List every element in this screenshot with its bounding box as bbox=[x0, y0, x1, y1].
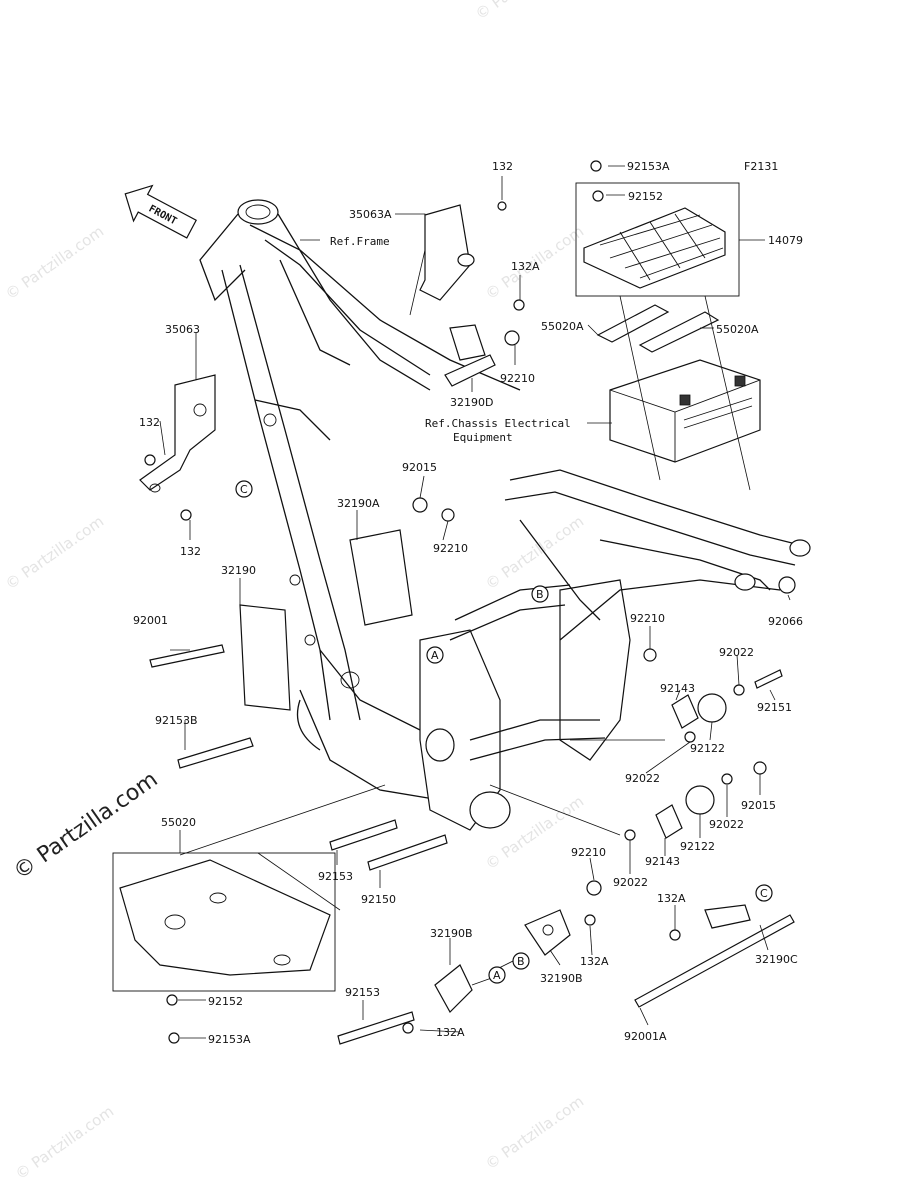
callout-a-bottom-text: A bbox=[493, 969, 501, 982]
part-label: 92001A bbox=[624, 1030, 667, 1043]
part-label: 92150 bbox=[361, 893, 396, 906]
watermark-text: © Partzilla.com bbox=[472, 0, 577, 23]
part-label: 92022 bbox=[613, 876, 648, 889]
part-label: 92210 bbox=[571, 846, 606, 859]
part-label: 92152 bbox=[208, 995, 243, 1008]
part-label: 32190A bbox=[337, 497, 380, 510]
part-label: 32190C bbox=[755, 953, 798, 966]
part-label: 92210 bbox=[500, 372, 535, 385]
part-label: 92122 bbox=[680, 840, 715, 853]
brackets-and-fasteners bbox=[112, 160, 796, 1045]
partzilla-watermark: © Partzilla.com bbox=[9, 767, 162, 885]
part-label: 92022 bbox=[709, 818, 744, 831]
part-label: 132A bbox=[580, 955, 609, 968]
callout-a-top-text: A bbox=[431, 649, 439, 662]
front-arrow-icon: FRONT bbox=[124, 184, 197, 239]
part-label: 92015 bbox=[402, 461, 437, 474]
background-watermarks: © Partzilla.com © Partzilla.com © Partzi… bbox=[2, 0, 587, 1183]
part-label: 92210 bbox=[433, 542, 468, 555]
part-label: 132A bbox=[657, 892, 686, 905]
diagram-code: F2131 bbox=[744, 160, 778, 173]
part-label: 92152 bbox=[628, 190, 663, 203]
callout-b-top-text: B bbox=[536, 588, 544, 601]
part-label: 132 bbox=[139, 416, 160, 429]
part-label: 35063A bbox=[349, 208, 392, 221]
part-label: 92022 bbox=[719, 646, 754, 659]
ref-frame-label: Ref.Frame bbox=[330, 235, 390, 248]
part-label: 92001 bbox=[133, 614, 168, 627]
part-label: 92143 bbox=[660, 682, 695, 695]
part-label: 32190 bbox=[221, 564, 256, 577]
watermark-text: © Partzilla.com bbox=[2, 512, 107, 593]
callouts: C B A A B C bbox=[235, 480, 773, 984]
part-label: 92151 bbox=[757, 701, 792, 714]
callout-c-left bbox=[235, 480, 253, 498]
watermark-text: © Partzilla.com bbox=[12, 1102, 117, 1183]
ref-chassis-label-line2: Equipment bbox=[453, 431, 513, 444]
callout-b-top bbox=[531, 585, 549, 603]
leader-lines bbox=[159, 165, 791, 1039]
callout-b-bottom bbox=[512, 952, 530, 970]
part-label: 92122 bbox=[690, 742, 725, 755]
part-label: 92153A bbox=[208, 1033, 251, 1046]
callout-a-bottom bbox=[488, 966, 506, 984]
part-label: 132A bbox=[436, 1026, 465, 1039]
frame-drawing bbox=[199, 199, 811, 831]
part-number-labels: 132 35063A 132A 35063 132 132 32190D 922… bbox=[133, 160, 803, 1046]
part-label: 92153 bbox=[318, 870, 353, 883]
battery-cover-group bbox=[575, 182, 761, 463]
part-label: 92153A bbox=[627, 160, 670, 173]
callout-c-right-text: C bbox=[760, 887, 768, 900]
part-label: 92210 bbox=[630, 612, 665, 625]
part-label: 14079 bbox=[768, 234, 803, 247]
callout-c-left-text: C bbox=[240, 483, 248, 496]
part-label: 55020A bbox=[716, 323, 759, 336]
part-label: 132A bbox=[511, 260, 540, 273]
callout-b-bottom-text: B bbox=[517, 955, 525, 968]
part-label: 92153 bbox=[345, 986, 380, 999]
watermark-text: © Partzilla.com bbox=[2, 222, 107, 303]
part-label: 132 bbox=[492, 160, 513, 173]
callout-c-right bbox=[755, 884, 773, 902]
watermark-text: © Partzilla.com bbox=[482, 512, 587, 593]
part-label: 92015 bbox=[741, 799, 776, 812]
part-label: 55020 bbox=[161, 816, 196, 829]
part-label: 55020A bbox=[541, 320, 584, 333]
part-label: 132 bbox=[180, 545, 201, 558]
part-label: 92143 bbox=[645, 855, 680, 868]
part-label: 35063 bbox=[165, 323, 200, 336]
part-label: 92022 bbox=[625, 772, 660, 785]
part-label: 92153B bbox=[155, 714, 198, 727]
part-label: 32190D bbox=[450, 396, 493, 409]
part-label: 32190B bbox=[430, 927, 473, 940]
callout-a-top bbox=[426, 646, 444, 664]
part-label: 32190B bbox=[540, 972, 583, 985]
watermark-text: © Partzilla.com bbox=[482, 1092, 587, 1173]
ref-chassis-label-line1: Ref.Chassis Electrical bbox=[425, 417, 571, 430]
part-label: 92066 bbox=[768, 615, 803, 628]
